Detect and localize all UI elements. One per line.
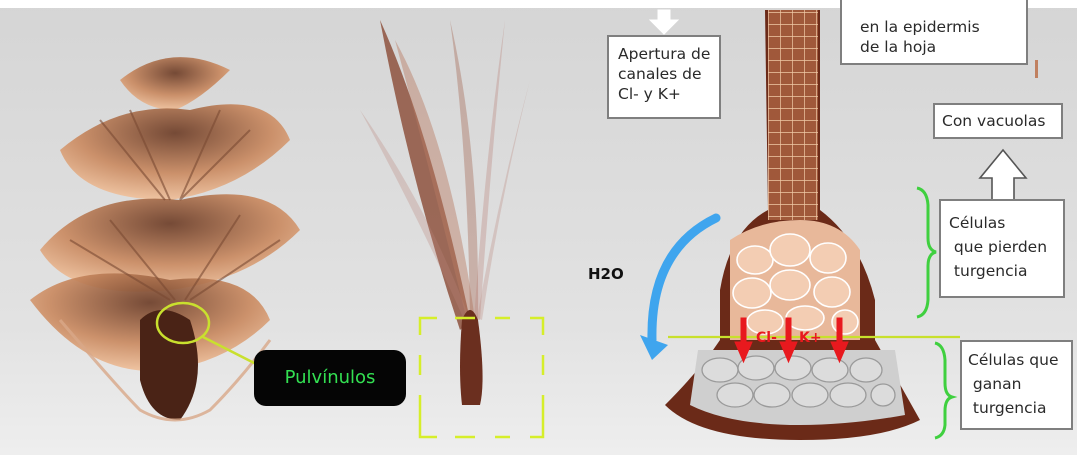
epidermis-line-2: de la hoja [860, 37, 1026, 57]
gaining-turgor-line-3: turgencia [968, 396, 1071, 420]
vacuoles-box: Con vacuolas [933, 103, 1063, 139]
losing-turgor-line-1: Células [949, 211, 1063, 235]
vacuoles-label: Con vacuolas [942, 111, 1061, 131]
channel-opening-box: Apertura de canales de Cl- y K+ [607, 35, 721, 119]
losing-turgor-line-2: que pierden [949, 235, 1063, 259]
epidermis-line-1: en la epidermis [860, 17, 1026, 37]
potassium-ion-label: K+ [799, 330, 822, 346]
channel-opening-line-1: Apertura de [618, 44, 719, 64]
losing-turgor-box: Células que pierden turgencia [939, 199, 1065, 298]
losing-turgor-line-3: turgencia [949, 259, 1063, 283]
water-label: H2O [588, 265, 624, 283]
channel-opening-line-2: canales de [618, 64, 719, 84]
epidermis-box: en la epidermis de la hoja [840, 0, 1028, 65]
chloride-ion-label: Cl- [756, 330, 777, 346]
pulvinulos-label: Pulvínulos [254, 350, 406, 406]
gaining-turgor-box: Células que ganan turgencia [960, 340, 1073, 430]
gaining-turgor-line-1: Células que [968, 348, 1071, 372]
gaining-turgor-line-2: ganan [968, 372, 1071, 396]
channel-opening-line-3: Cl- y K+ [618, 84, 719, 104]
